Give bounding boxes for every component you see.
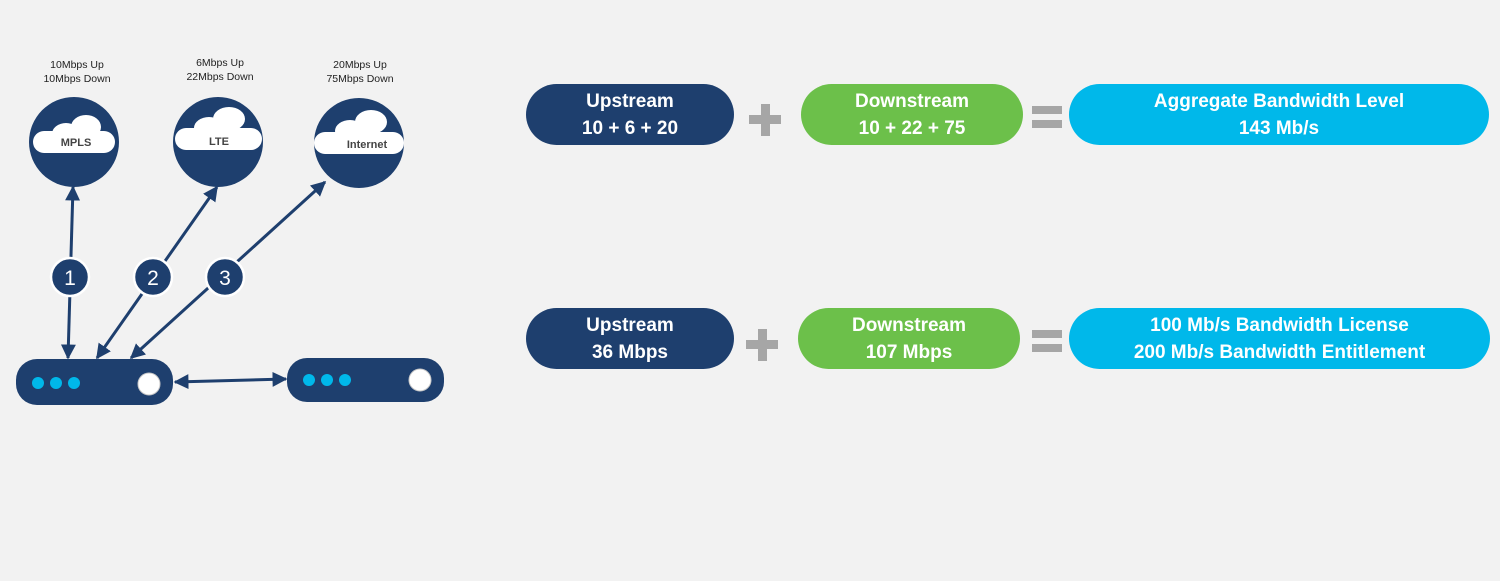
badge-number: 1 bbox=[64, 267, 76, 290]
upstream-title: Upstream bbox=[586, 90, 674, 112]
cloud-icon bbox=[175, 107, 262, 150]
upstream-title: Upstream bbox=[586, 314, 674, 336]
caption-up: 20Mbps Up bbox=[333, 59, 387, 71]
network-topology: MPLS LTE Internet 1 bbox=[16, 97, 444, 405]
link-arrows bbox=[60, 180, 327, 390]
aggregate-bandwidth-pill: Aggregate Bandwidth Level 143 Mb/s bbox=[1069, 84, 1489, 145]
mpls-cloud-node: MPLS bbox=[29, 97, 119, 187]
internet-cloud-node: Internet bbox=[314, 98, 404, 188]
result-line1: 100 Mb/s Bandwidth License bbox=[1150, 314, 1409, 336]
plus-icon bbox=[749, 104, 781, 136]
cloud-icon bbox=[314, 110, 404, 154]
cloud-icon bbox=[33, 115, 115, 153]
downstream-title: Downstream bbox=[854, 90, 970, 112]
link-2-badge: 2 bbox=[132, 256, 174, 298]
link-1-caption: 10Mbps Up 10Mbps Down bbox=[17, 58, 137, 86]
plus-icon bbox=[746, 329, 778, 361]
upstream-total-pill: Upstream 36 Mbps bbox=[526, 308, 734, 369]
upstream-sum-pill: Upstream 10 + 6 + 20 bbox=[526, 84, 734, 145]
device-link-arrow bbox=[173, 371, 288, 390]
cloud-label: Internet bbox=[347, 139, 388, 151]
badge-number: 3 bbox=[219, 267, 231, 290]
downstream-total-pill: Downstream 107 Mbps bbox=[798, 308, 1020, 369]
equals-icon bbox=[1032, 106, 1062, 128]
lte-cloud-node: LTE bbox=[173, 97, 263, 187]
downstream-value: 10 + 22 + 75 bbox=[858, 117, 966, 139]
downstream-title: Downstream bbox=[851, 314, 967, 336]
link-3-badge: 3 bbox=[204, 256, 246, 298]
upstream-value: 36 Mbps bbox=[591, 341, 669, 363]
equals-icon bbox=[1032, 330, 1062, 352]
cloud-label: MPLS bbox=[61, 137, 92, 149]
result-line1: Aggregate Bandwidth Level bbox=[1153, 90, 1405, 112]
link-1-badge: 1 bbox=[49, 256, 91, 298]
link-2-caption: 6Mbps Up 22Mbps Down bbox=[160, 56, 280, 84]
badge-number: 2 bbox=[147, 267, 159, 290]
edge-device-remote bbox=[287, 358, 444, 402]
caption-down: 75Mbps Down bbox=[326, 73, 394, 85]
result-line2: 143 Mb/s bbox=[1238, 117, 1320, 139]
result-line2: 200 Mb/s Bandwidth Entitlement bbox=[1133, 341, 1426, 363]
downstream-sum-pill: Downstream 10 + 22 + 75 bbox=[801, 84, 1023, 145]
caption-up: 10Mbps Up bbox=[50, 59, 104, 71]
cloud-label: LTE bbox=[209, 136, 229, 148]
upstream-value: 10 + 6 + 20 bbox=[581, 117, 679, 139]
link-3-caption: 20Mbps Up 75Mbps Down bbox=[300, 58, 420, 86]
caption-up: 6Mbps Up bbox=[196, 57, 244, 69]
caption-down: 22Mbps Down bbox=[186, 71, 254, 83]
bandwidth-license-pill: 100 Mb/s Bandwidth License 200 Mb/s Band… bbox=[1069, 308, 1490, 369]
edge-device-local bbox=[16, 359, 173, 405]
downstream-value: 107 Mbps bbox=[865, 341, 953, 363]
caption-down: 10Mbps Down bbox=[43, 73, 111, 85]
